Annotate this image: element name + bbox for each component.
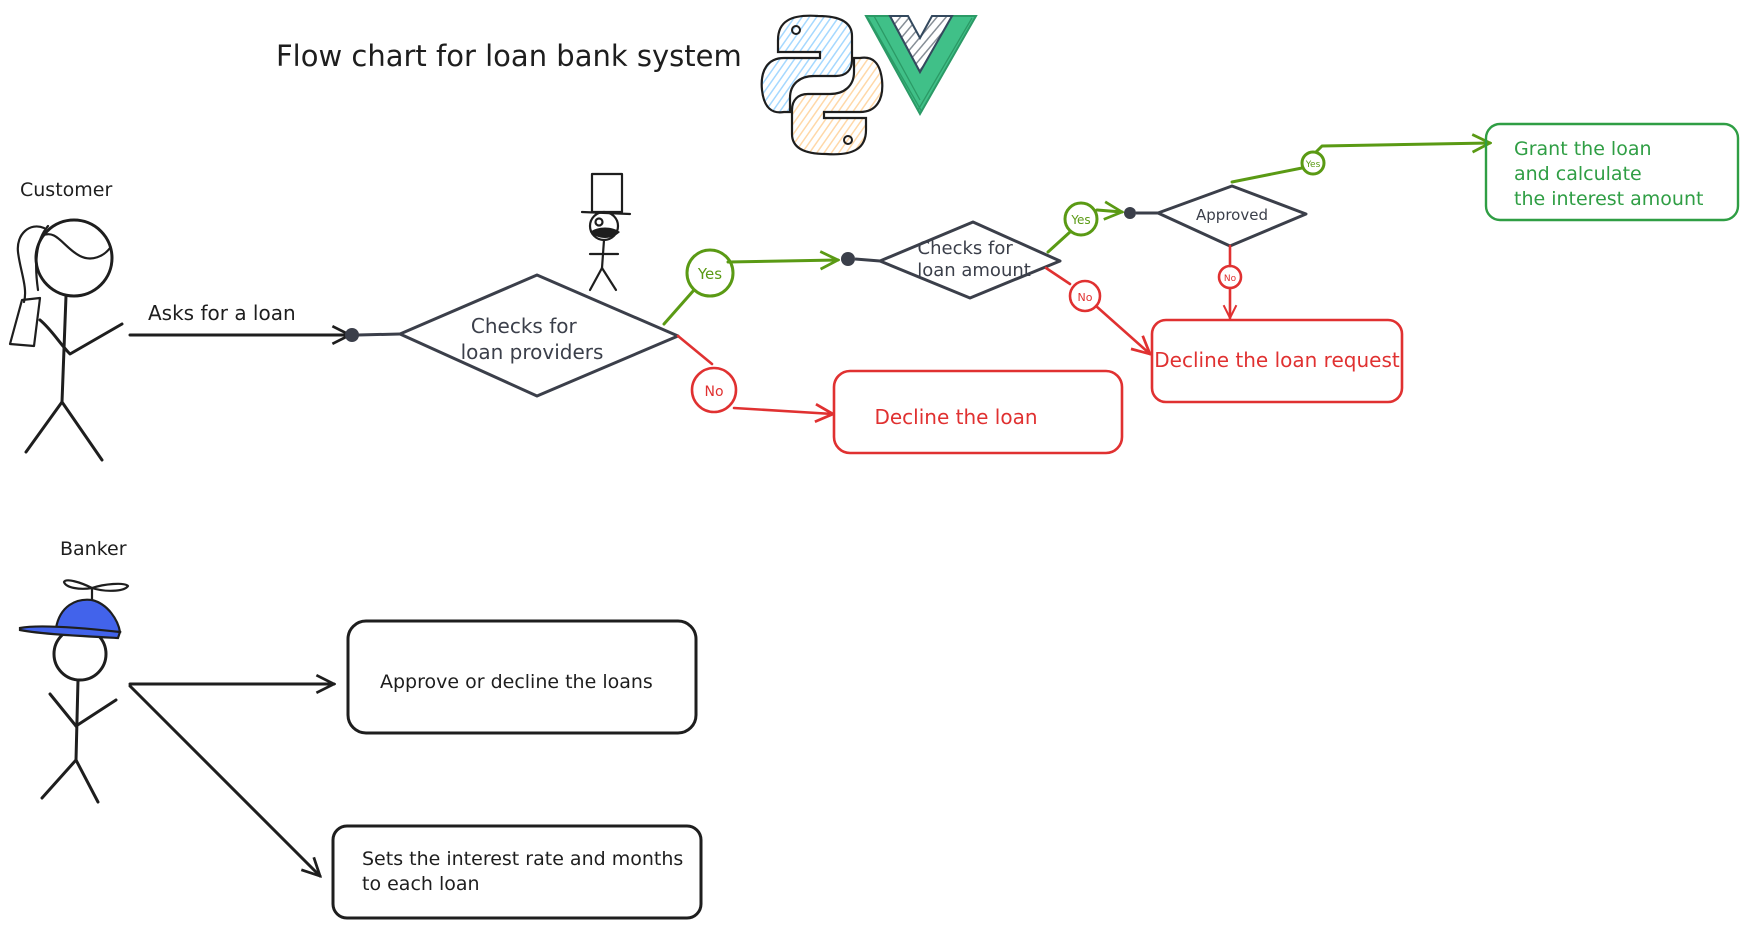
decline-request-text: Decline the loan request: [1154, 348, 1400, 372]
yes-branch-2-arrow: [1095, 210, 1122, 212]
diagram-title: Flow chart for loan bank system: [276, 39, 742, 73]
customer-label: Customer: [20, 179, 112, 201]
junction-dot-3: [1124, 207, 1136, 219]
decline-request-box: [1150, 318, 1404, 404]
yes-1-label: Yes: [697, 265, 722, 283]
approved-decision: [1156, 184, 1308, 248]
decline-loan-box: [832, 369, 1124, 455]
approved-label: Approved: [1196, 206, 1268, 224]
banker-interest-arrow: [128, 684, 320, 876]
no-3-label: No: [1224, 274, 1237, 284]
approve-decline-box: [346, 619, 698, 735]
loan-amount-decision: [878, 220, 1062, 300]
asks-loan-label: Asks for a loan: [148, 301, 296, 325]
no-branch-2-arrow: [1094, 304, 1150, 354]
grant-loan-text: Grant the loan and calculate the interes…: [1514, 138, 1703, 210]
decline-loan-text: Decline the loan: [874, 405, 1037, 429]
set-interest-text: Sets the interest rate and months to eac…: [362, 848, 689, 895]
loan-amount-label: Checks for loan amount: [917, 238, 1031, 281]
python-logo-icon: [760, 14, 884, 156]
gentleman-figure-icon: [580, 172, 632, 292]
no-2-bubble: [1068, 279, 1102, 313]
yes-1-bubble: [685, 248, 735, 298]
customer-figure-icon: [8, 218, 124, 462]
no-branch-2-line: [1044, 266, 1072, 286]
yes-2-bubble: [1063, 201, 1099, 237]
vue-logo-icon: [864, 15, 978, 117]
junction-2-connector: [854, 257, 881, 263]
loan-providers-label: Checks for loan providers: [461, 314, 604, 364]
yes-branch-3-arrow: [1314, 143, 1490, 154]
junction-dot-2: [841, 252, 855, 266]
yes-3-label: Yes: [1305, 160, 1321, 170]
grant-loan-box: [1484, 122, 1740, 222]
banker-figure-icon: [18, 579, 130, 804]
yes-branch-2-line: [1046, 230, 1072, 254]
no-1-label: No: [704, 384, 723, 400]
approve-decline-text: Approve or decline the loans: [380, 671, 653, 693]
no-2-label: No: [1078, 291, 1093, 304]
yes-branch-1-line: [662, 288, 696, 326]
yes-branch-3-line: [1230, 166, 1304, 184]
banker-label: Banker: [60, 538, 127, 560]
set-interest-box: [331, 824, 703, 920]
no-branch-1-arrow: [732, 408, 833, 414]
start-connector: [357, 332, 401, 337]
no-branch-1-line: [676, 334, 714, 366]
yes-branch-1-arrow: [726, 260, 838, 262]
yes-2-label: Yes: [1070, 213, 1090, 227]
no-1-bubble: [690, 366, 738, 414]
yes-3-bubble: [1300, 150, 1326, 176]
start-dot: [345, 328, 359, 342]
